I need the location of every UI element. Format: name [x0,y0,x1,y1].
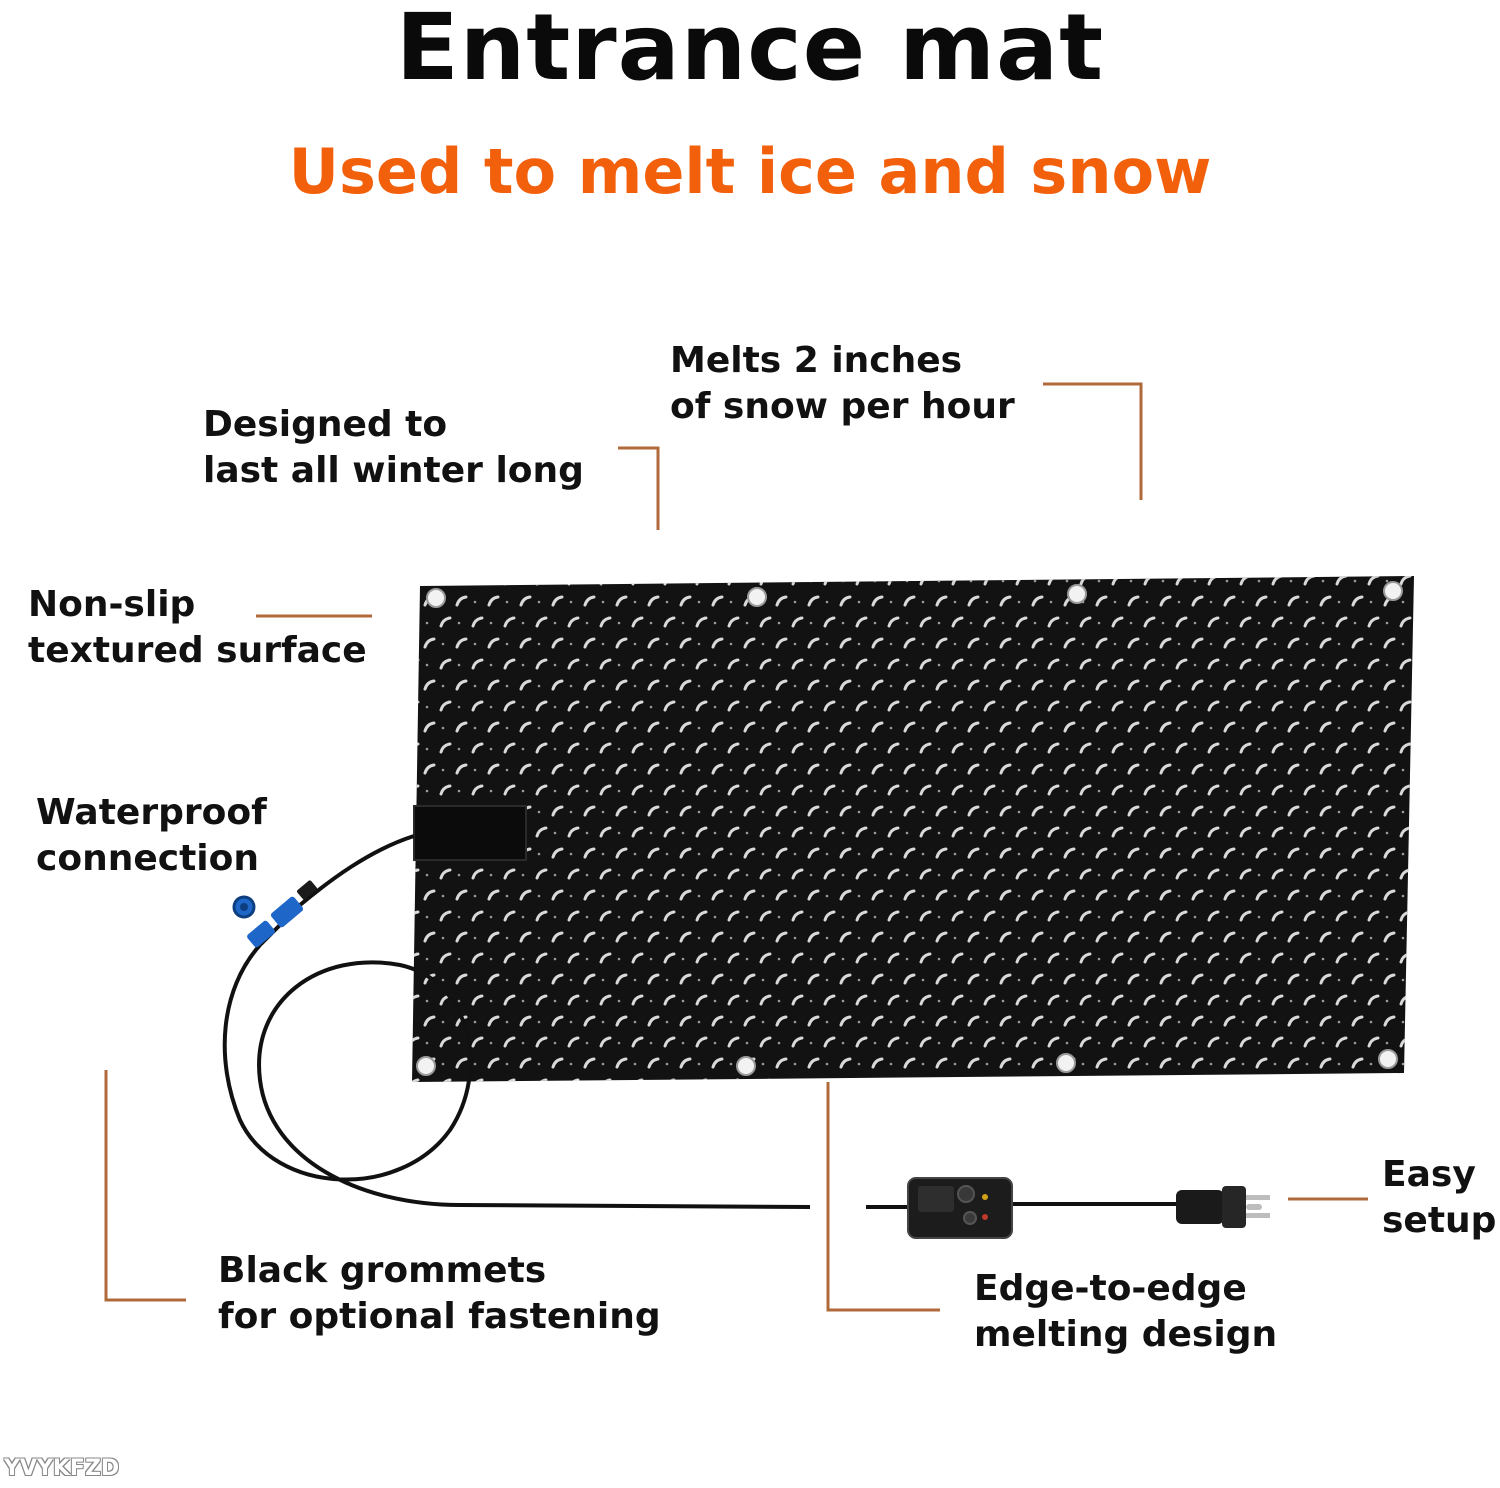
callout-grommets: Black grommets for optional fastening [218,1248,661,1340]
callout-designed-line1: Designed to [203,404,448,445]
watermark: YVYKFZD [4,1456,120,1481]
callout-designed: Designed to last all winter long [203,402,584,494]
waterproof-connector [232,880,317,948]
power-plug [1176,1186,1270,1228]
page-subtitle: Used to melt ice and snow [288,135,1212,208]
gfci-controller [907,1177,1013,1239]
callout-nonslip: Non-slip textured surface [28,582,367,674]
callout-waterproof: Waterproof connection [36,790,267,882]
callout-setup-line1: Easy [1382,1154,1476,1195]
leader-line-grommets [104,1070,186,1302]
callout-edge-line2: melting design [974,1314,1278,1355]
grommet [1056,1053,1076,1073]
callout-melts: Melts 2 inches of snow per hour [670,338,1015,430]
connection-box [413,805,527,861]
power-cable [222,834,1178,1209]
callout-melts-line1: Melts 2 inches [670,340,963,381]
leader-lines [104,382,1368,1312]
callout-grommets-line2: for optional fastening [218,1296,661,1337]
grommets [416,581,1403,1076]
callout-designed-line2: last all winter long [203,450,584,491]
callout-waterproof-line1: Waterproof [36,792,267,833]
callout-waterproof-line2: connection [36,838,259,879]
callout-nonslip-line1: Non-slip [28,584,196,625]
grommet [1067,584,1087,604]
leader-line-melts [1043,382,1143,500]
callout-setup: Easy setup [1382,1152,1496,1244]
grommet [747,587,767,607]
grommet [1383,581,1403,601]
heated-mat [412,576,1414,1082]
grommet [416,1056,436,1076]
leader-line-designed [618,446,660,530]
callout-setup-line2: setup [1382,1200,1497,1241]
leader-line-edge [826,1082,940,1312]
callout-grommets-line1: Black grommets [218,1250,547,1291]
callout-nonslip-line2: textured surface [28,630,367,671]
page-title: Entrance mat [395,0,1105,101]
callout-edge: Edge-to-edge melting design [974,1266,1277,1358]
grommet [736,1056,756,1076]
grommet [1378,1049,1398,1069]
callout-edge-line1: Edge-to-edge [974,1268,1247,1309]
callout-melts-line2: of snow per hour [670,386,1015,427]
grommet [426,588,446,608]
